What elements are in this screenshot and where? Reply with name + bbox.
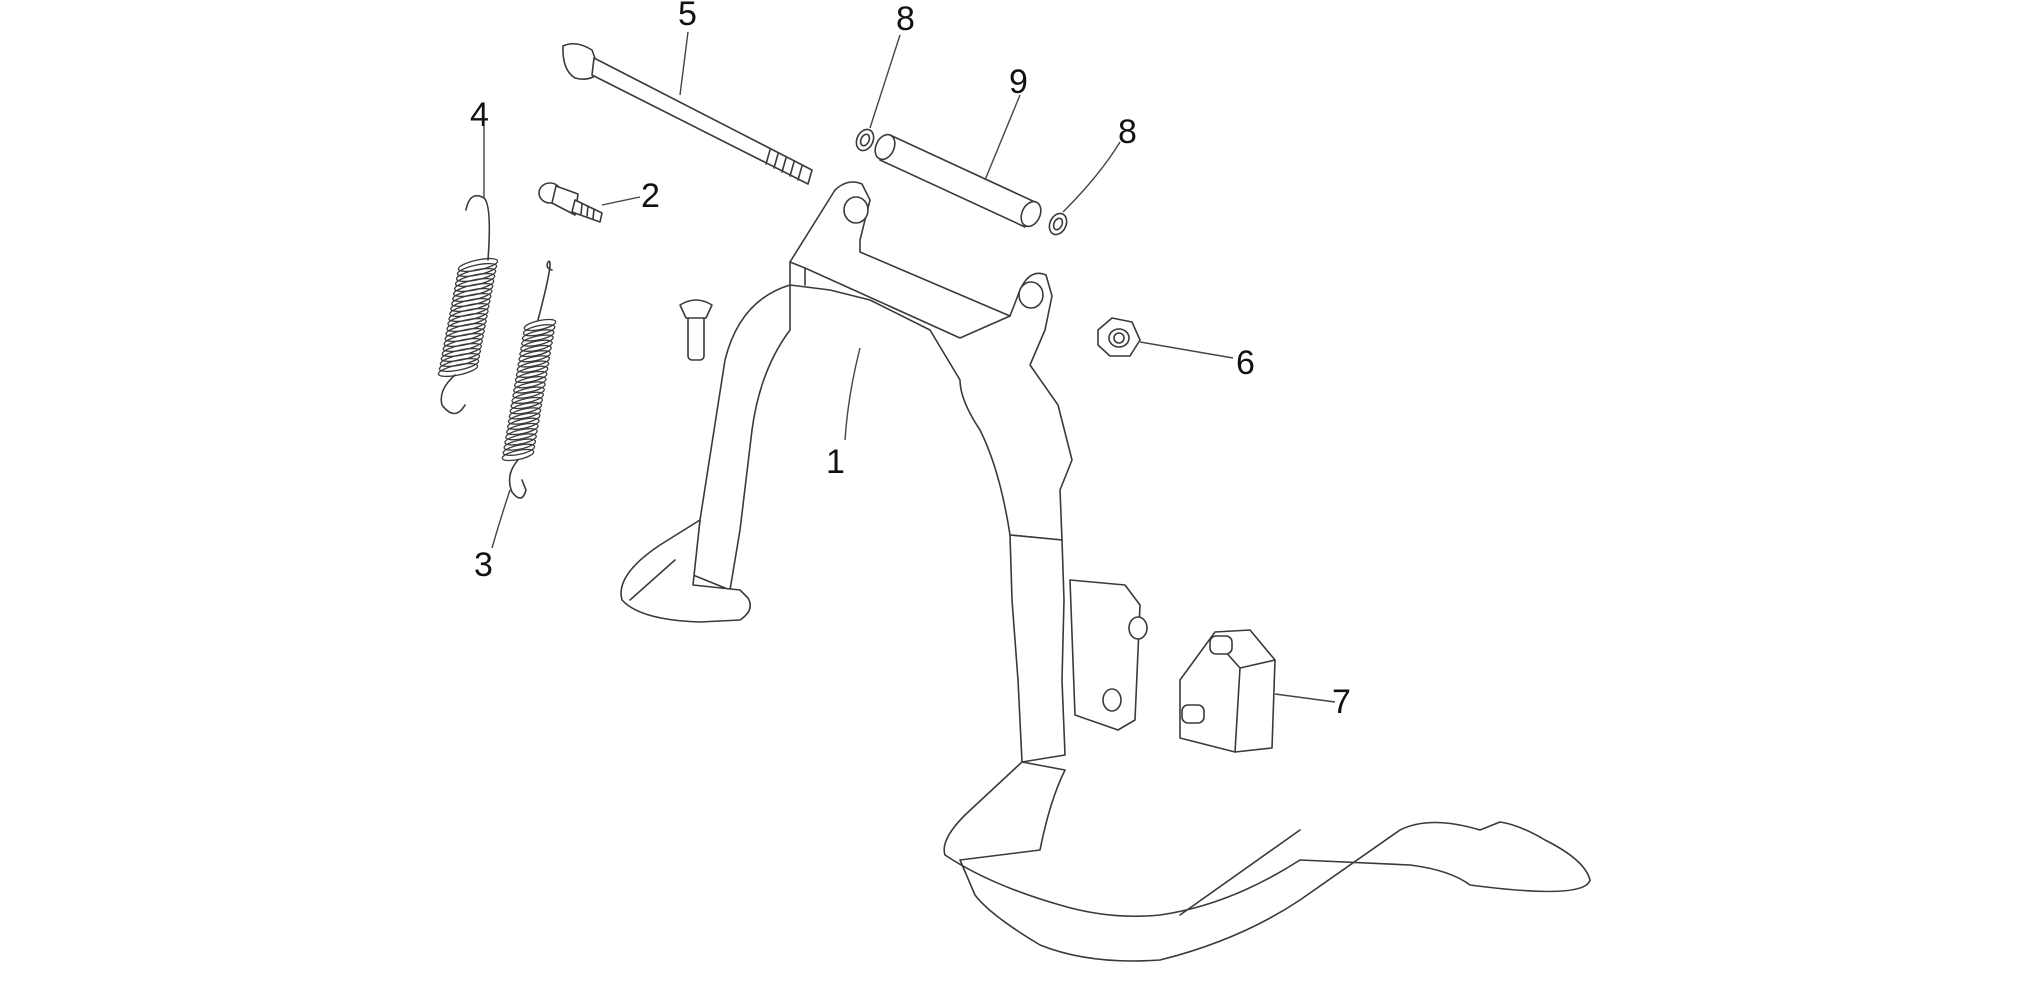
spring-3-coil <box>505 428 538 441</box>
leader-8b <box>1062 141 1121 213</box>
spring-3-coil <box>502 443 536 456</box>
spring-3-coil <box>506 422 539 436</box>
part-5-long-bolt[interactable] <box>562 42 813 185</box>
leader-lines <box>483 31 1336 703</box>
part-9-spacer-tube[interactable] <box>871 131 1044 229</box>
leader-9 <box>984 94 1021 181</box>
spring-3-coil <box>518 350 552 363</box>
spring-3-coil <box>517 355 551 368</box>
spring-3-coil <box>513 376 547 389</box>
spring-3-coil <box>509 402 543 415</box>
callout-4: 4 <box>470 96 489 134</box>
callout-3: 3 <box>474 546 493 584</box>
spring-4-coil <box>438 357 480 373</box>
spring-3-coil <box>521 329 555 342</box>
spring-3-coil <box>520 339 553 352</box>
spring-3-coil <box>516 360 550 373</box>
callout-6: 6 <box>1236 344 1255 382</box>
spring-3-coil <box>515 365 549 378</box>
spring-3-coil <box>506 417 540 430</box>
leader-6 <box>1139 341 1234 359</box>
spring-3-coil <box>503 438 537 451</box>
callout-2: 2 <box>641 177 660 215</box>
spring-3-coil <box>504 433 537 446</box>
leader-5 <box>679 31 689 96</box>
callout-labels: 1 2 3 4 5 6 7 8 8 9 <box>470 0 1351 721</box>
spring-3-coil <box>523 318 557 332</box>
callout-9: 9 <box>1009 63 1028 101</box>
spring-3-coil <box>511 391 545 404</box>
part-4-spring[interactable] <box>437 194 499 415</box>
spring-3-coil <box>513 381 546 394</box>
leader-2 <box>601 196 641 206</box>
spring-3-coil <box>519 344 552 358</box>
callout-5: 5 <box>678 0 697 33</box>
spring-3-coil <box>522 324 556 337</box>
spring-3-coil <box>507 412 541 425</box>
spring-3-coil <box>512 386 545 399</box>
spring-4-coil <box>437 362 479 378</box>
leader-7 <box>1274 693 1336 703</box>
spring-3-coil <box>510 396 544 410</box>
callout-7: 7 <box>1332 683 1351 721</box>
part-8-washer-right[interactable] <box>1046 211 1070 238</box>
part-8-washer-left[interactable] <box>853 127 877 154</box>
leader-3 <box>491 489 511 549</box>
leader-8a <box>869 34 901 129</box>
callout-8-left: 8 <box>896 0 915 38</box>
part-2-bolt[interactable] <box>538 182 603 223</box>
spring-3-coil <box>521 334 554 347</box>
callout-8-right: 8 <box>1118 113 1137 151</box>
part-3-spring[interactable] <box>501 260 557 499</box>
part-6-nut[interactable] <box>1097 317 1141 357</box>
part-7-rubber-bumper[interactable] <box>1179 629 1276 753</box>
callout-1: 1 <box>826 443 845 481</box>
part-1-center-stand[interactable] <box>620 181 1591 962</box>
spring-3-coil <box>508 407 542 420</box>
leader-1 <box>844 347 861 441</box>
spring-3-coil <box>514 370 548 384</box>
spring-3-coil <box>501 448 535 462</box>
